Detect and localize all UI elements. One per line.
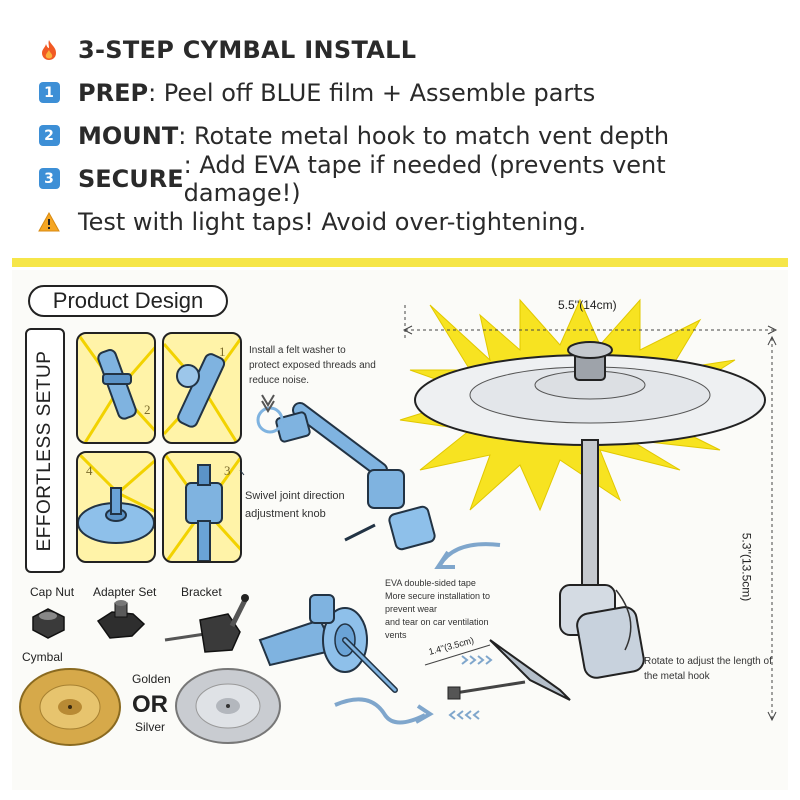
instructions-title: 3-STEP CYMBAL INSTALL <box>78 35 417 64</box>
warning-icon <box>38 211 60 233</box>
cymbal-assembly-illustration <box>414 341 766 701</box>
step-mount: 2 MOUNT : Rotate metal hook to match ven… <box>38 114 778 157</box>
setup-thumbnail-1: 2 <box>76 332 156 444</box>
warning-row: Test with light taps! Avoid over-tighten… <box>38 200 778 243</box>
step-keyword: PREP <box>78 78 149 107</box>
cymbal-label: Cymbal <box>22 650 63 664</box>
thumb-number: 1 <box>219 344 226 359</box>
step-number-badge: 1 <box>38 82 60 103</box>
width-dimension-line <box>404 305 775 340</box>
step-text: : Peel off BLUE film + Assemble parts <box>148 78 596 107</box>
thumb-number: 2 <box>144 402 151 417</box>
product-design-heading: Product Design <box>28 285 228 317</box>
height-dimension-label: 5.3''(13.5cm) <box>739 532 754 602</box>
step-number-badge: 3 <box>38 168 60 189</box>
warning-text: Test with light taps! Avoid over-tighten… <box>78 207 587 236</box>
arrow-icon <box>261 394 275 413</box>
install-instructions: 3-STEP CYMBAL INSTALL 1 PREP : Peel off … <box>38 28 778 243</box>
fire-icon <box>38 39 60 61</box>
curved-arrow-icon <box>438 542 501 567</box>
adapter-set-label: Adapter Set <box>93 585 157 599</box>
eva-tape-note: EVA double-sided tape More secure instal… <box>385 578 491 640</box>
instructions-title-row: 3-STEP CYMBAL INSTALL <box>38 28 778 71</box>
or-label: OR <box>132 691 168 718</box>
step-keyword: SECURE <box>78 164 184 193</box>
chevron-left-icon <box>448 710 480 720</box>
eva-adapter-illustration <box>258 594 398 693</box>
golden-label: Golden <box>132 672 171 686</box>
silver-cymbal-icon <box>175 668 281 744</box>
golden-cymbal-icon <box>19 668 121 746</box>
step-secure: 3 SECURE : Add EVA tape if needed (preve… <box>38 151 778 207</box>
thumb-number: 4 <box>86 463 93 478</box>
divider-bar <box>12 258 788 267</box>
setup-thumbnail-3: 4 <box>76 451 156 563</box>
width-dimension-label: 5.5''(14cm) <box>558 298 617 312</box>
bracket-icon <box>164 594 249 653</box>
swivel-knob-note: Swivel joint direction adjustment knob <box>245 490 345 520</box>
setup-thumbnail-2: 1 <box>162 332 242 444</box>
effortless-setup-label: EFFORTLESS SETUP <box>25 328 65 573</box>
felt-washer-note: Install a felt washer to protect exposed… <box>249 345 376 386</box>
curved-arrow-icon <box>334 697 426 725</box>
step-prep: 1 PREP : Peel off BLUE film + Assemble p… <box>38 71 778 114</box>
step-text: : Rotate metal hook to match vent depth <box>178 121 670 150</box>
cap-nut-label: Cap Nut <box>30 585 75 599</box>
thumb-number: 3 <box>224 463 231 478</box>
swivel-arm-illustration <box>239 402 436 551</box>
cap-nut-icon <box>32 608 65 639</box>
rotate-hook-note: Rotate to adjust the length of the metal… <box>644 656 772 682</box>
adapter-set-icon <box>96 600 146 639</box>
hook-dimension-line <box>424 644 491 666</box>
step-text: : Add EVA tape if needed (prevents vent … <box>183 150 666 207</box>
step-keyword: MOUNT <box>78 121 179 150</box>
silver-label: Silver <box>135 720 166 734</box>
step-number-badge: 2 <box>38 125 60 146</box>
chevron-right-icon <box>461 655 493 665</box>
setup-thumbnail-4: 3 <box>162 451 242 563</box>
bracket-label: Bracket <box>181 585 222 599</box>
